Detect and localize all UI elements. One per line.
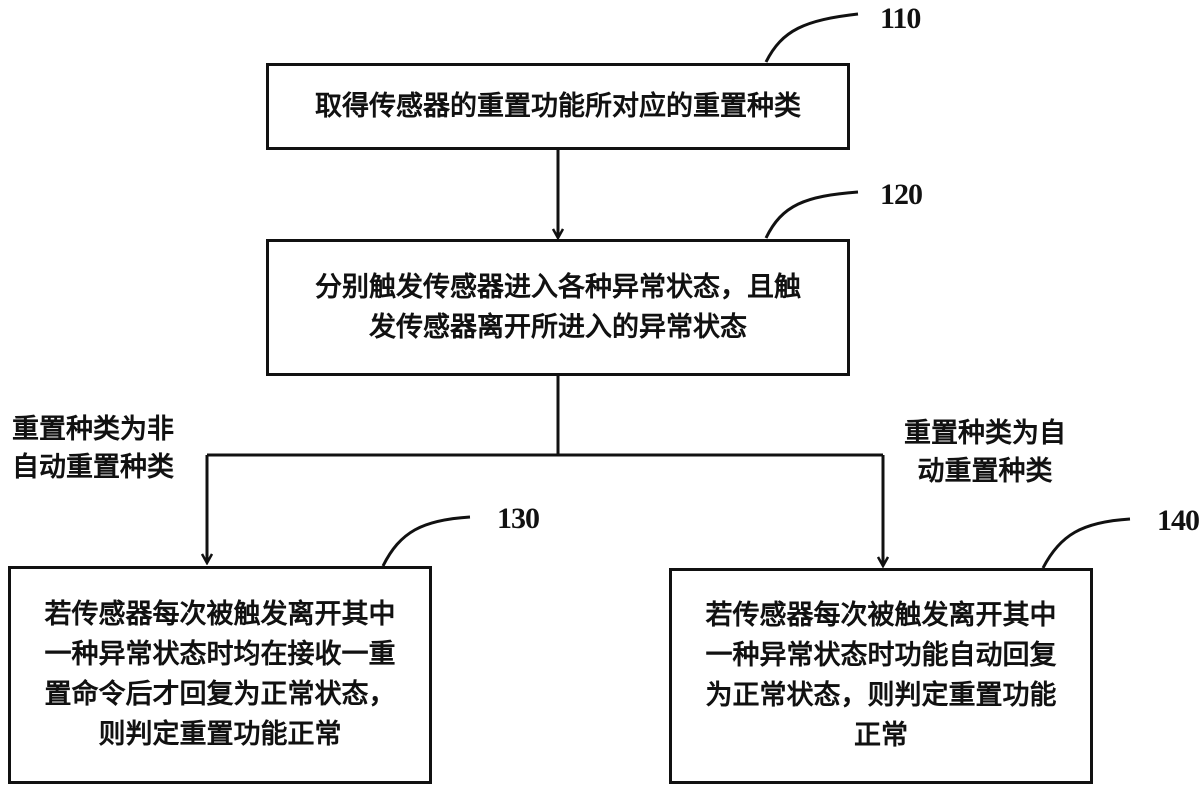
step-120-box: 分别触发传感器进入各种异常状态，且触 发传感器离开所进入的异常状态	[266, 239, 850, 376]
leader-140	[1041, 517, 1131, 569]
step-130-line-1: 若传感器每次被触发离开其中	[44, 599, 396, 630]
leader-120	[764, 190, 859, 239]
step-140-line-2: 一种异常状态时功能自动回复	[705, 640, 1057, 671]
leader-130	[381, 515, 471, 567]
step-130-box: 若传感器每次被触发离开其中 一种异常状态时均在接收一重 置命令后才回复为正常状态…	[8, 566, 432, 784]
step-130-line-4: 则判定重置功能正常	[98, 719, 342, 750]
condition-left-line-2: 自动重置种类	[12, 452, 174, 483]
step-ref-140: 140	[1157, 504, 1200, 537]
step-ref-120: 120	[880, 178, 923, 211]
condition-right-label: 重置种类为自 动重置种类	[904, 415, 1066, 491]
leader-110	[764, 12, 859, 63]
step-140-line-3: 为正常状态，则判定重置功能	[705, 680, 1057, 711]
step-130-line-3: 置命令后才回复为正常状态，	[44, 679, 396, 710]
condition-left-line-1: 重置种类为非	[12, 414, 174, 445]
step-110-text: 取得传感器的重置功能所对应的重置种类	[315, 90, 801, 122]
step-140-box: 若传感器每次被触发离开其中 一种异常状态时功能自动回复 为正常状态，则判定重置功…	[669, 568, 1093, 784]
condition-right-line-1: 重置种类为自	[904, 418, 1066, 449]
step-140-line-1: 若传感器每次被触发离开其中	[705, 600, 1057, 631]
condition-left-label: 重置种类为非 自动重置种类	[12, 411, 174, 487]
step-120-line-2: 发传感器离开所进入的异常状态	[369, 311, 747, 343]
step-120-line-1: 分别触发传感器进入各种异常状态，且触	[315, 271, 801, 303]
step-130-line-2: 一种异常状态时均在接收一重	[44, 639, 396, 670]
step-140-line-4: 正常	[854, 720, 908, 751]
condition-right-line-2: 动重置种类	[917, 456, 1053, 487]
step-110-box: 取得传感器的重置功能所对应的重置种类	[266, 63, 850, 150]
step-ref-130: 130	[497, 502, 540, 535]
step-ref-110: 110	[880, 2, 921, 35]
